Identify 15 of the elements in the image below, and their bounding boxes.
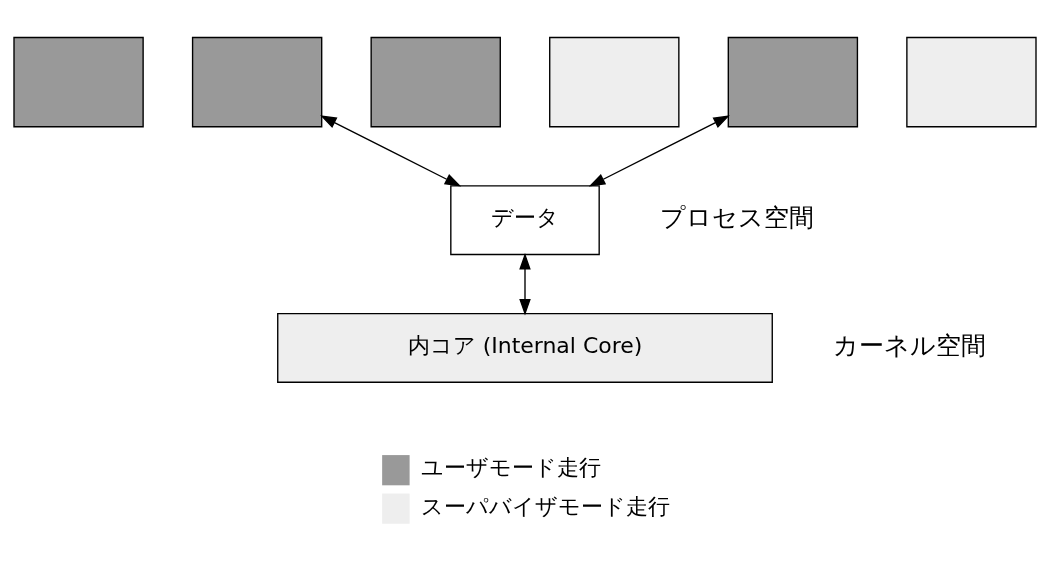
node-box <box>727 36 859 127</box>
node-box: 内コア (Internal Core) <box>277 312 773 383</box>
node-box <box>549 36 680 127</box>
node-box <box>191 36 323 127</box>
arrow <box>588 114 730 187</box>
legend-label: ユーザモード走行 <box>420 454 601 480</box>
label: プロセス空間 <box>659 202 814 232</box>
node-box <box>370 36 501 127</box>
arrow <box>320 114 462 187</box>
legend-label: スーパバイザモード走行 <box>420 493 670 519</box>
node-box <box>906 36 1037 127</box>
label: カーネル空間 <box>833 330 987 360</box>
node-box: データ <box>450 184 600 255</box>
node-box <box>13 36 144 127</box>
arrow <box>519 252 531 315</box>
